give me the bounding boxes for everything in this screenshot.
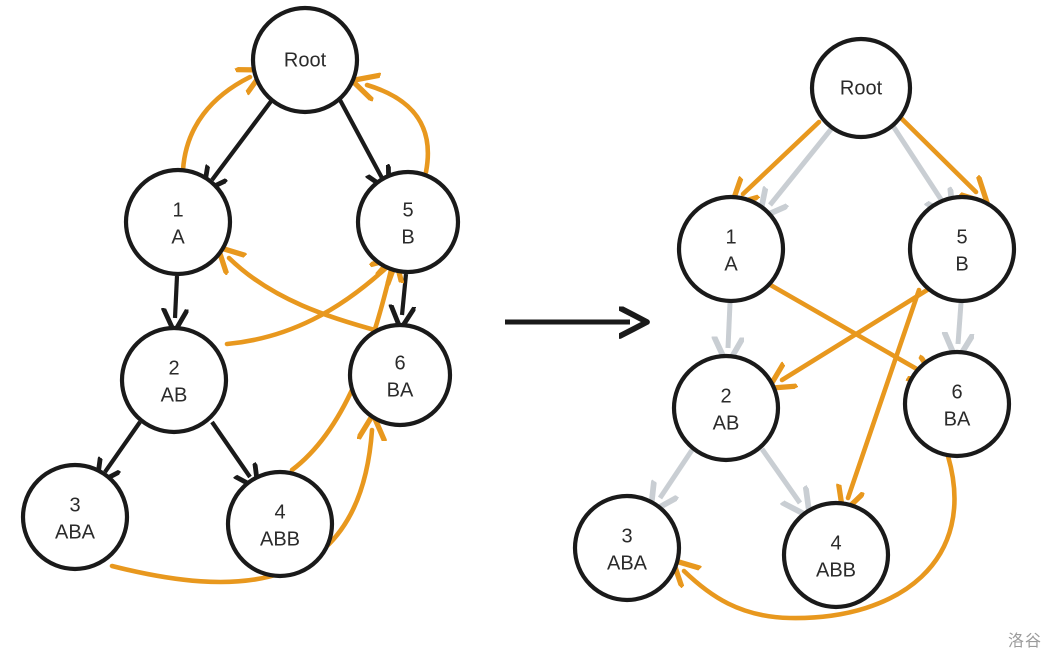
right-tree-edges <box>660 124 961 503</box>
node-5-label-line2: B <box>401 226 414 248</box>
fail-link-1-to-6-right <box>764 280 922 372</box>
node-6-right[interactable]: 6 BA <box>902 349 1012 459</box>
node-4-label-line2: ABB <box>260 528 300 550</box>
right-nodes: Root 1 A 5 B 2 AB <box>572 36 1017 610</box>
node-2-right[interactable]: 2 AB <box>671 353 781 463</box>
tree-edge-1-to-2 <box>175 275 177 318</box>
left-nodes: Root 1 A 5 B 2 AB <box>20 5 461 579</box>
fail-link-root-to-1-right <box>743 119 822 194</box>
node-1-right-label-line2: A <box>724 253 738 275</box>
node-root[interactable]: Root <box>250 5 360 115</box>
node-5-right-label-line2: B <box>955 253 968 275</box>
node-5-right-circle[interactable] <box>907 194 1017 304</box>
node-3-right-label-line1: 3 <box>621 525 632 547</box>
node-6-right-label-line2: BA <box>944 408 971 430</box>
node-4-right-circle[interactable] <box>781 500 891 610</box>
node-root-right[interactable]: Root <box>809 36 913 140</box>
node-4-right-label-line1: 4 <box>830 532 841 554</box>
node-2-label-line2: AB <box>161 384 188 406</box>
tree-edge-5-to-6 <box>402 273 406 315</box>
node-4[interactable]: 4 ABB <box>225 469 335 579</box>
node-4-right-label-line2: ABB <box>816 559 856 581</box>
tree-edge-1-to-2-right <box>728 302 730 348</box>
node-3-right-label-line2: ABA <box>607 552 648 574</box>
node-1-label-line1: 1 <box>172 199 183 221</box>
panel-left: Root 1 A 5 B 2 AB <box>20 5 461 585</box>
right-fail-links <box>684 115 976 621</box>
node-6-label-line1: 6 <box>394 352 405 374</box>
node-6[interactable]: 6 BA <box>347 322 453 428</box>
fail-link-2-to-5 <box>224 268 386 347</box>
fail-link-6-to-3-right <box>684 453 957 621</box>
node-6-label-line2: BA <box>387 379 414 401</box>
node-3-circle[interactable] <box>20 462 130 572</box>
node-4-right[interactable]: 4 ABB <box>781 500 891 610</box>
node-3[interactable]: 3 ABA <box>20 462 130 572</box>
node-5-right[interactable]: 5 B <box>907 194 1017 304</box>
node-3-label-line1: 3 <box>69 494 80 516</box>
node-1-right-label-line1: 1 <box>725 226 736 248</box>
fail-link-5-to-root <box>367 85 431 175</box>
panel-right: Root 1 A 5 B 2 AB <box>572 36 1017 621</box>
node-2-right-label-line1: 2 <box>720 385 731 407</box>
node-4-label-line1: 4 <box>274 501 285 523</box>
fail-link-5-to-2-right <box>782 284 935 380</box>
node-2-label-line1: 2 <box>168 357 179 379</box>
fail-link-1-to-root <box>180 77 250 173</box>
node-6-circle[interactable] <box>347 322 453 428</box>
node-3-label-line2: ABA <box>55 521 96 543</box>
node-1-circle[interactable] <box>123 167 233 277</box>
node-root-right-circle[interactable] <box>809 36 913 140</box>
tree-edge-root-to-1-right <box>770 126 834 205</box>
left-tree-edges <box>105 98 406 477</box>
node-5-label-line1: 5 <box>402 199 413 221</box>
node-5-circle[interactable] <box>355 169 461 275</box>
tree-edge-5-to-6-right <box>958 302 961 344</box>
fail-link-root-to-5-right <box>898 115 976 192</box>
node-6-right-circle[interactable] <box>902 349 1012 459</box>
tree-edge-root-to-5-right <box>890 124 944 204</box>
tree-edge-2-to-4-right <box>759 447 800 503</box>
node-5[interactable]: 5 B <box>355 169 461 275</box>
node-3-right-circle[interactable] <box>572 493 682 603</box>
tree-edge-root-to-5 <box>338 99 382 178</box>
node-1[interactable]: 1 A <box>123 167 233 277</box>
node-5-right-label-line1: 5 <box>956 226 967 248</box>
node-2-circle[interactable] <box>119 325 229 435</box>
node-2-right-circle[interactable] <box>671 353 781 463</box>
node-1-right[interactable]: 1 A <box>676 194 786 304</box>
node-root-circle[interactable] <box>250 5 360 115</box>
node-3-right[interactable]: 3 ABA <box>572 493 682 603</box>
node-1-right-circle[interactable] <box>676 194 786 304</box>
tree-edge-root-to-1 <box>212 98 274 180</box>
tree-edge-2-to-4 <box>210 420 250 477</box>
fail-link-6-to-1 <box>229 258 385 335</box>
node-6-right-label-line1: 6 <box>951 381 962 403</box>
node-root-label-line1: Root <box>284 49 327 71</box>
tree-edge-2-to-3-right <box>660 448 695 498</box>
node-1-label-line2: A <box>171 226 185 248</box>
node-root-right-label-line1: Root <box>840 77 883 99</box>
watermark-label: 洛谷 <box>1007 631 1042 650</box>
node-2[interactable]: 2 AB <box>119 325 229 435</box>
tree-edge-2-to-3 <box>105 420 142 472</box>
node-4-circle[interactable] <box>225 469 335 579</box>
fail-link-5-to-4-right <box>848 287 922 498</box>
node-2-right-label-line2: AB <box>713 412 740 434</box>
